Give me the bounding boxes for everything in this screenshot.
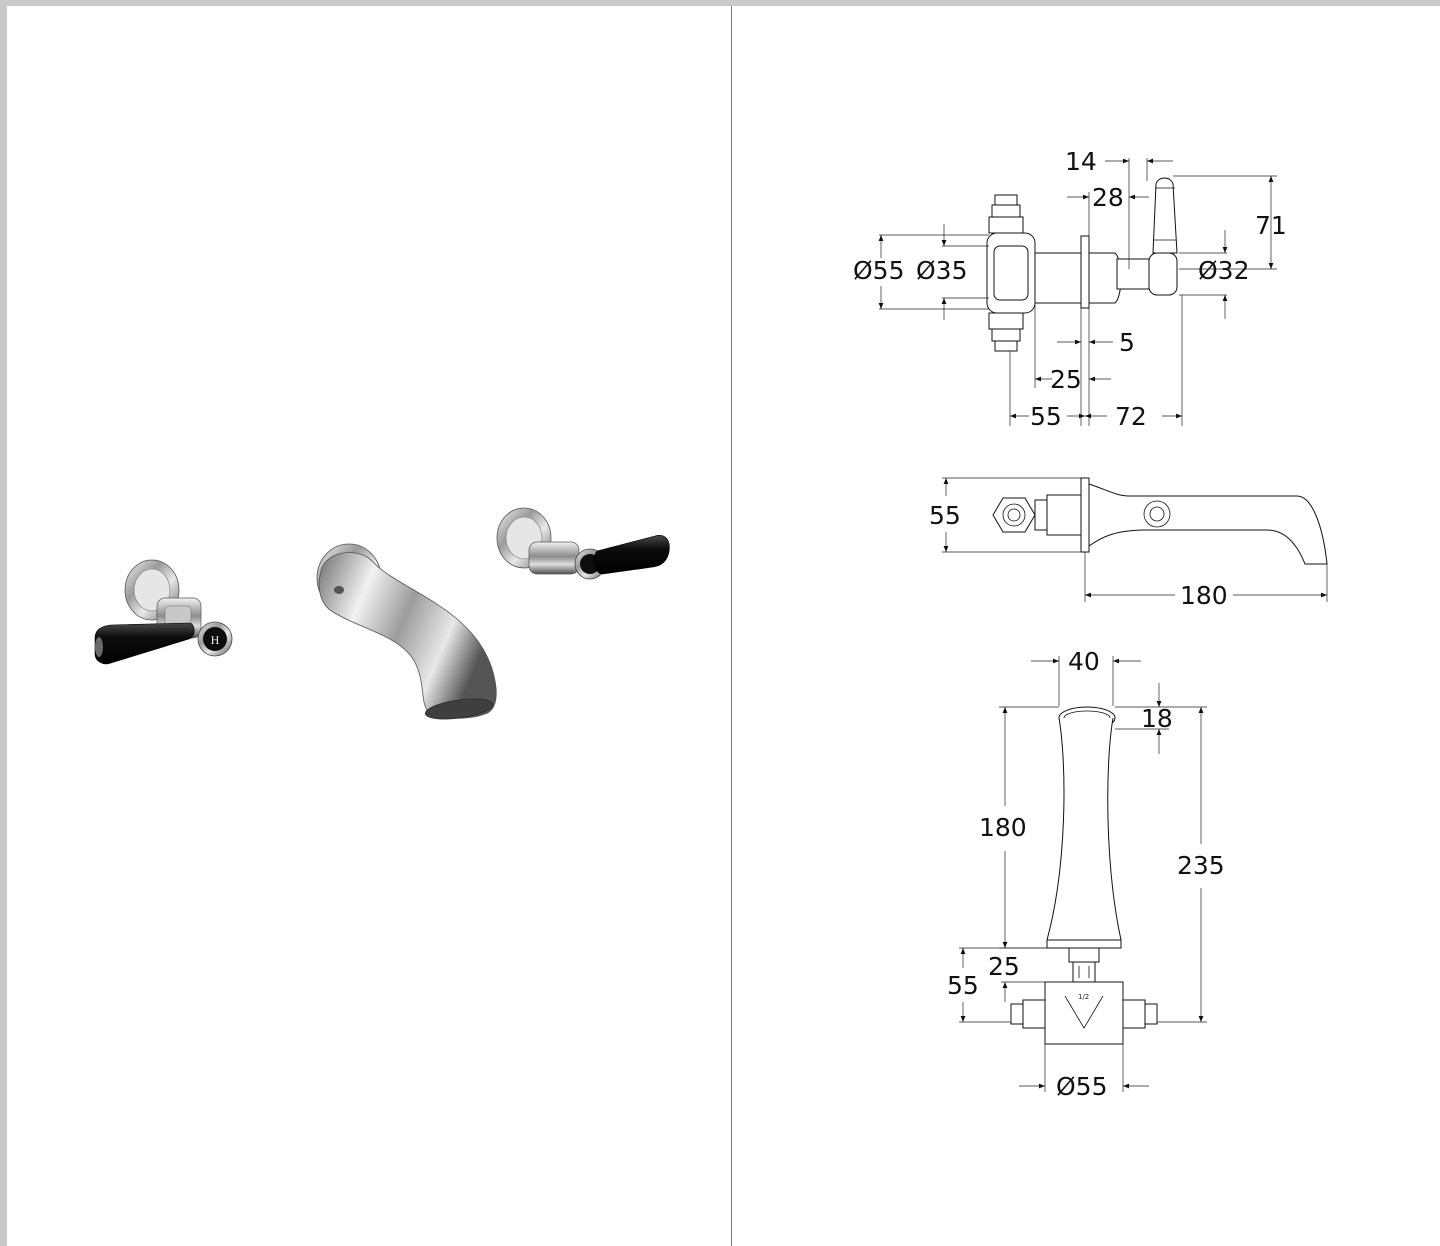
- side-dim-180: 180: [1180, 581, 1228, 610]
- cold-lever-handle: [593, 535, 670, 575]
- top-view-drawing: 1/2 40 18 180: [947, 647, 1225, 1101]
- cold-lever-valve: [496, 507, 670, 580]
- spout-outlet: [425, 698, 493, 720]
- front-dim-dia32: Ø32: [1198, 256, 1250, 285]
- top-dim-18: 18: [1141, 704, 1173, 733]
- page-divider: [731, 6, 732, 1246]
- front-dim-28: 28: [1092, 183, 1124, 212]
- top-dim-235: 235: [1177, 851, 1225, 880]
- side-dim-55: 55: [929, 501, 961, 530]
- front-view-drawing: Ø55 Ø35 Ø32 71 14: [853, 147, 1287, 431]
- front-dim-dia35: Ø35: [916, 256, 968, 285]
- front-dim-14: 14: [1065, 147, 1097, 176]
- front-dim-71: 71: [1255, 211, 1287, 240]
- top-dim-55: 55: [947, 971, 979, 1000]
- hot-lever-valve: H: [94, 559, 233, 665]
- front-dim-55: 55: [1030, 402, 1062, 431]
- top-connector-marking: 1/2: [1078, 993, 1089, 1001]
- front-dim-72: 72: [1115, 402, 1147, 431]
- drawing-sheet: H: [7, 6, 1440, 1246]
- top-dim-dia55: Ø55: [1056, 1072, 1108, 1101]
- top-dim-180: 180: [979, 813, 1027, 842]
- spout-body: [318, 552, 497, 719]
- cold-valve-body: [528, 541, 580, 575]
- side-view-drawing: 55 180: [929, 477, 1328, 610]
- top-dim-40: 40: [1068, 647, 1100, 676]
- hot-lever-handle: [94, 622, 195, 665]
- bath-spout: [316, 543, 497, 720]
- product-render: H: [94, 507, 670, 720]
- top-dim-25: 25: [988, 952, 1020, 981]
- front-dim-25: 25: [1050, 365, 1082, 394]
- front-dim-5: 5: [1119, 328, 1135, 357]
- front-dim-dia55: Ø55: [853, 256, 905, 285]
- technical-drawing: H: [94, 147, 1328, 1101]
- hot-indicator-letter: H: [211, 636, 220, 647]
